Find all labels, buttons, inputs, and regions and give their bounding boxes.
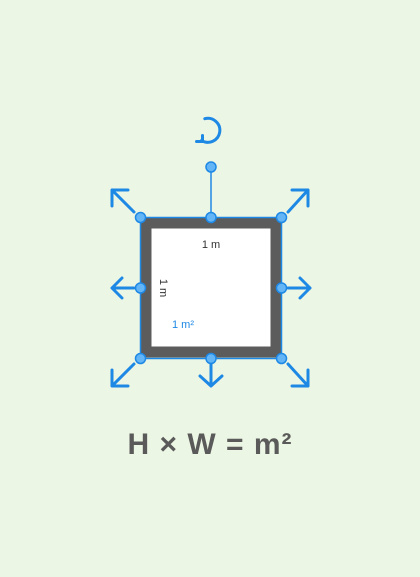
- resize-arrow-top-right-icon[interactable]: [286, 188, 310, 214]
- handle-right[interactable]: [275, 282, 288, 294]
- resize-arrow-bottom-icon[interactable]: [198, 362, 224, 388]
- area-formula: H × W = m²: [127, 428, 293, 461]
- resize-arrow-top-left-icon[interactable]: [110, 188, 136, 214]
- handle-top-left[interactable]: [134, 211, 147, 224]
- resize-arrow-bottom-right-icon[interactable]: [286, 362, 310, 388]
- resize-arrow-right-icon[interactable]: [286, 276, 312, 300]
- handle-bottom[interactable]: [205, 352, 217, 365]
- width-label: 1 m: [202, 239, 220, 251]
- resize-arrow-bottom-left-icon[interactable]: [110, 362, 136, 388]
- handle-bottom-left[interactable]: [134, 352, 147, 365]
- area-label: 1 m²: [172, 319, 194, 331]
- handle-top[interactable]: [205, 211, 217, 224]
- handle-top-right[interactable]: [275, 211, 288, 224]
- rotate-handle[interactable]: [205, 161, 217, 173]
- handle-bottom-right[interactable]: [275, 352, 288, 365]
- resize-arrow-left-icon[interactable]: [110, 276, 136, 300]
- handle-left[interactable]: [134, 282, 147, 294]
- rotate-icon[interactable]: [195, 116, 222, 144]
- height-label: 1 m: [157, 279, 169, 297]
